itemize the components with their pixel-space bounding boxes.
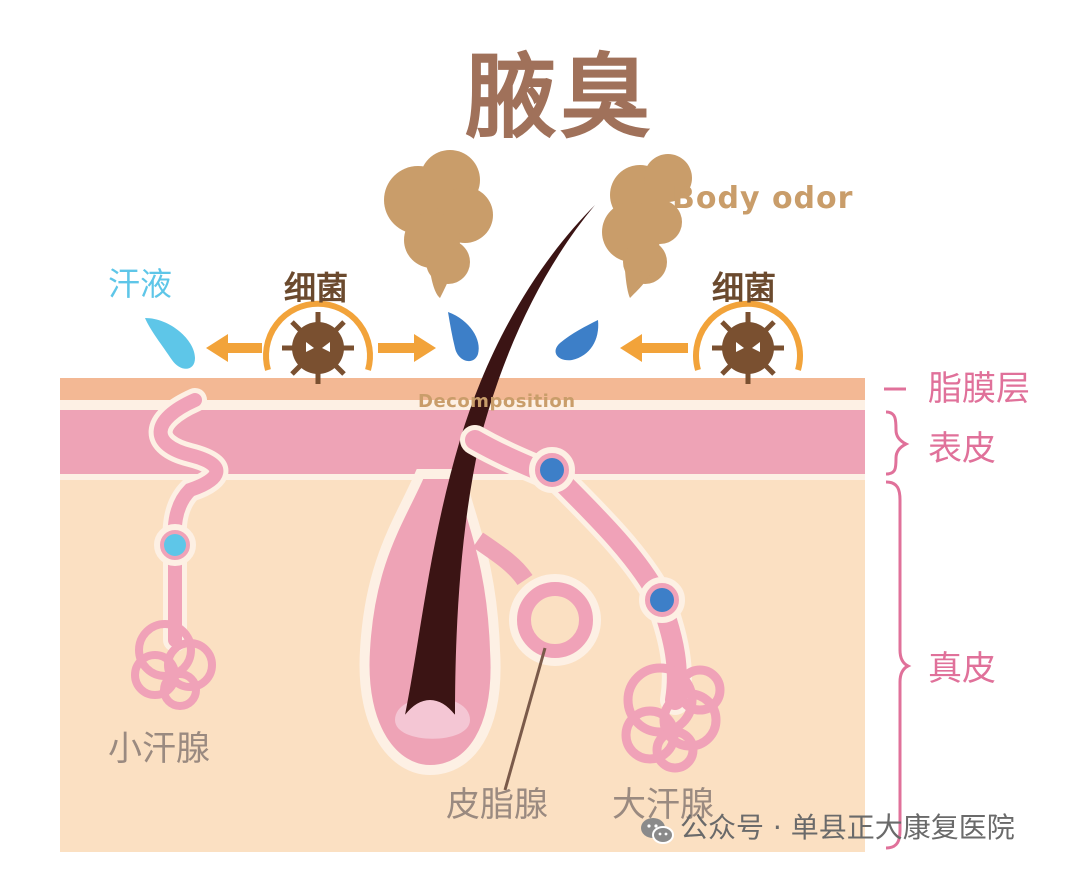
sweat-drop-icon <box>555 320 599 361</box>
sweat-drop-icon <box>448 312 479 362</box>
eccrine-gland-label: 小汗腺 <box>108 729 210 769</box>
odor-label: Body odor <box>672 181 854 216</box>
apocrine-gland <box>460 425 725 773</box>
bacteria-icon <box>693 300 803 384</box>
bacteria-icon <box>263 300 373 384</box>
bacteria-label-left: 细菌 <box>284 269 349 307</box>
diagram-title: 腋臭 <box>465 44 654 151</box>
eccrine-gland <box>131 388 229 710</box>
odor-cloud-icon <box>384 150 493 298</box>
watermark-text: 公众号 · 单县正大康复医院 <box>680 811 1015 844</box>
wechat-icon <box>641 818 674 844</box>
apocrine-gland-label: 大汗腺 <box>612 785 714 825</box>
layer-brackets <box>884 387 912 850</box>
decomposition-label: Decomposition <box>418 391 576 412</box>
hair-icon <box>405 205 595 715</box>
bacteria-label-right: 细菌 <box>712 269 777 307</box>
sebaceous-gland <box>472 532 601 791</box>
lipid-layer-label: 脂膜层 <box>928 369 1030 409</box>
sebaceous-gland-label: 皮脂腺 <box>446 785 548 825</box>
odor-cloud-icon <box>602 154 692 298</box>
epidermis-label: 表皮 <box>928 429 996 469</box>
sweat-drop-icon <box>145 318 195 369</box>
lipid-layer <box>60 378 865 400</box>
sweat-label: 汗液 <box>108 265 173 303</box>
arrow-icon <box>206 334 262 362</box>
dermis-label: 真皮 <box>928 649 996 689</box>
arrow-icon <box>620 334 688 362</box>
arrow-icon <box>378 334 436 362</box>
